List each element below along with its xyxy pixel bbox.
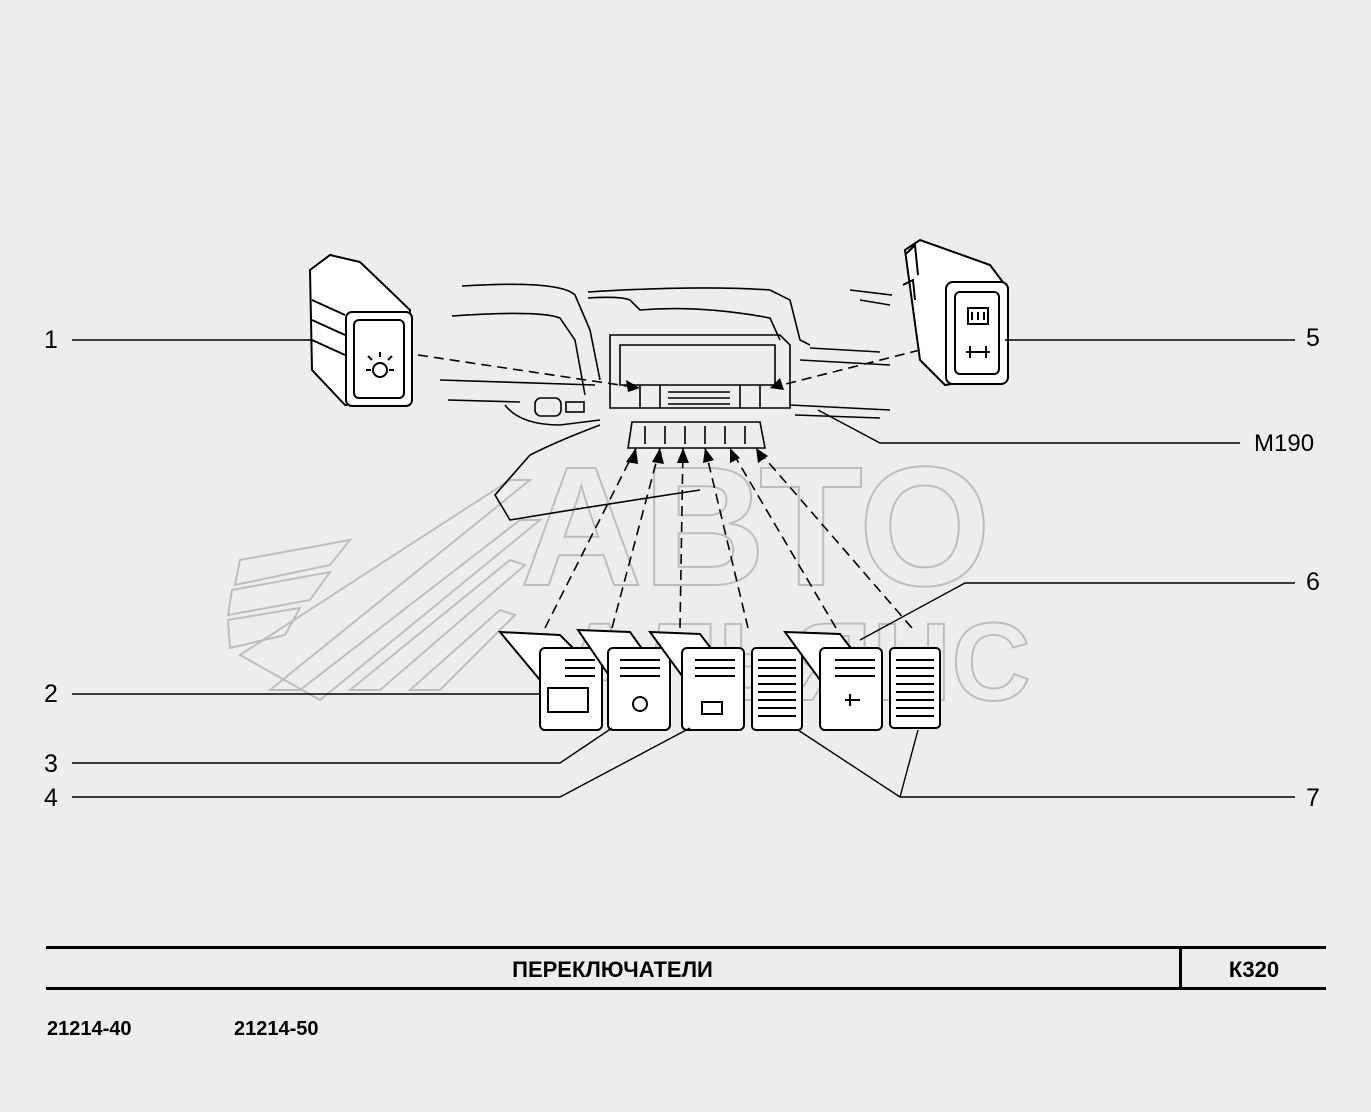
- switch-block-illustration: [497, 628, 941, 731]
- model-number-2: 21214-50: [234, 1018, 319, 1040]
- callout-2: 2: [44, 680, 58, 708]
- watermark-logo: [226, 479, 543, 702]
- callout-7: 7: [1306, 784, 1320, 812]
- callout-6: 6: [1306, 568, 1320, 596]
- arrow-heads: [626, 378, 784, 464]
- model-number-1: 21214-40: [47, 1018, 132, 1040]
- leader-lines: [72, 339, 1295, 798]
- title-block: ПЕРЕКЛЮЧАТЕЛИ К320: [46, 946, 1326, 990]
- callout-3: 3: [44, 750, 58, 778]
- watermark-line1: АВТО: [520, 432, 991, 622]
- switches-diagram: АВТО АЛЬЯНС: [72, 238, 1295, 798]
- page-code: К320: [1228, 957, 1280, 982]
- dashboard-outline: [439, 283, 893, 521]
- assembly-arrows: [417, 349, 921, 629]
- callout-5: 5: [1306, 324, 1320, 352]
- page-title: ПЕРЕКЛЮЧАТЕЛИ: [512, 957, 713, 982]
- callout-1: 1: [44, 326, 58, 354]
- part-1-switch-illustration: [308, 253, 413, 407]
- title-divider: [1179, 949, 1182, 987]
- part-code-label: M190: [1254, 430, 1315, 457]
- part-5-switch-illustration: [902, 238, 1009, 387]
- callout-4: 4: [44, 784, 58, 812]
